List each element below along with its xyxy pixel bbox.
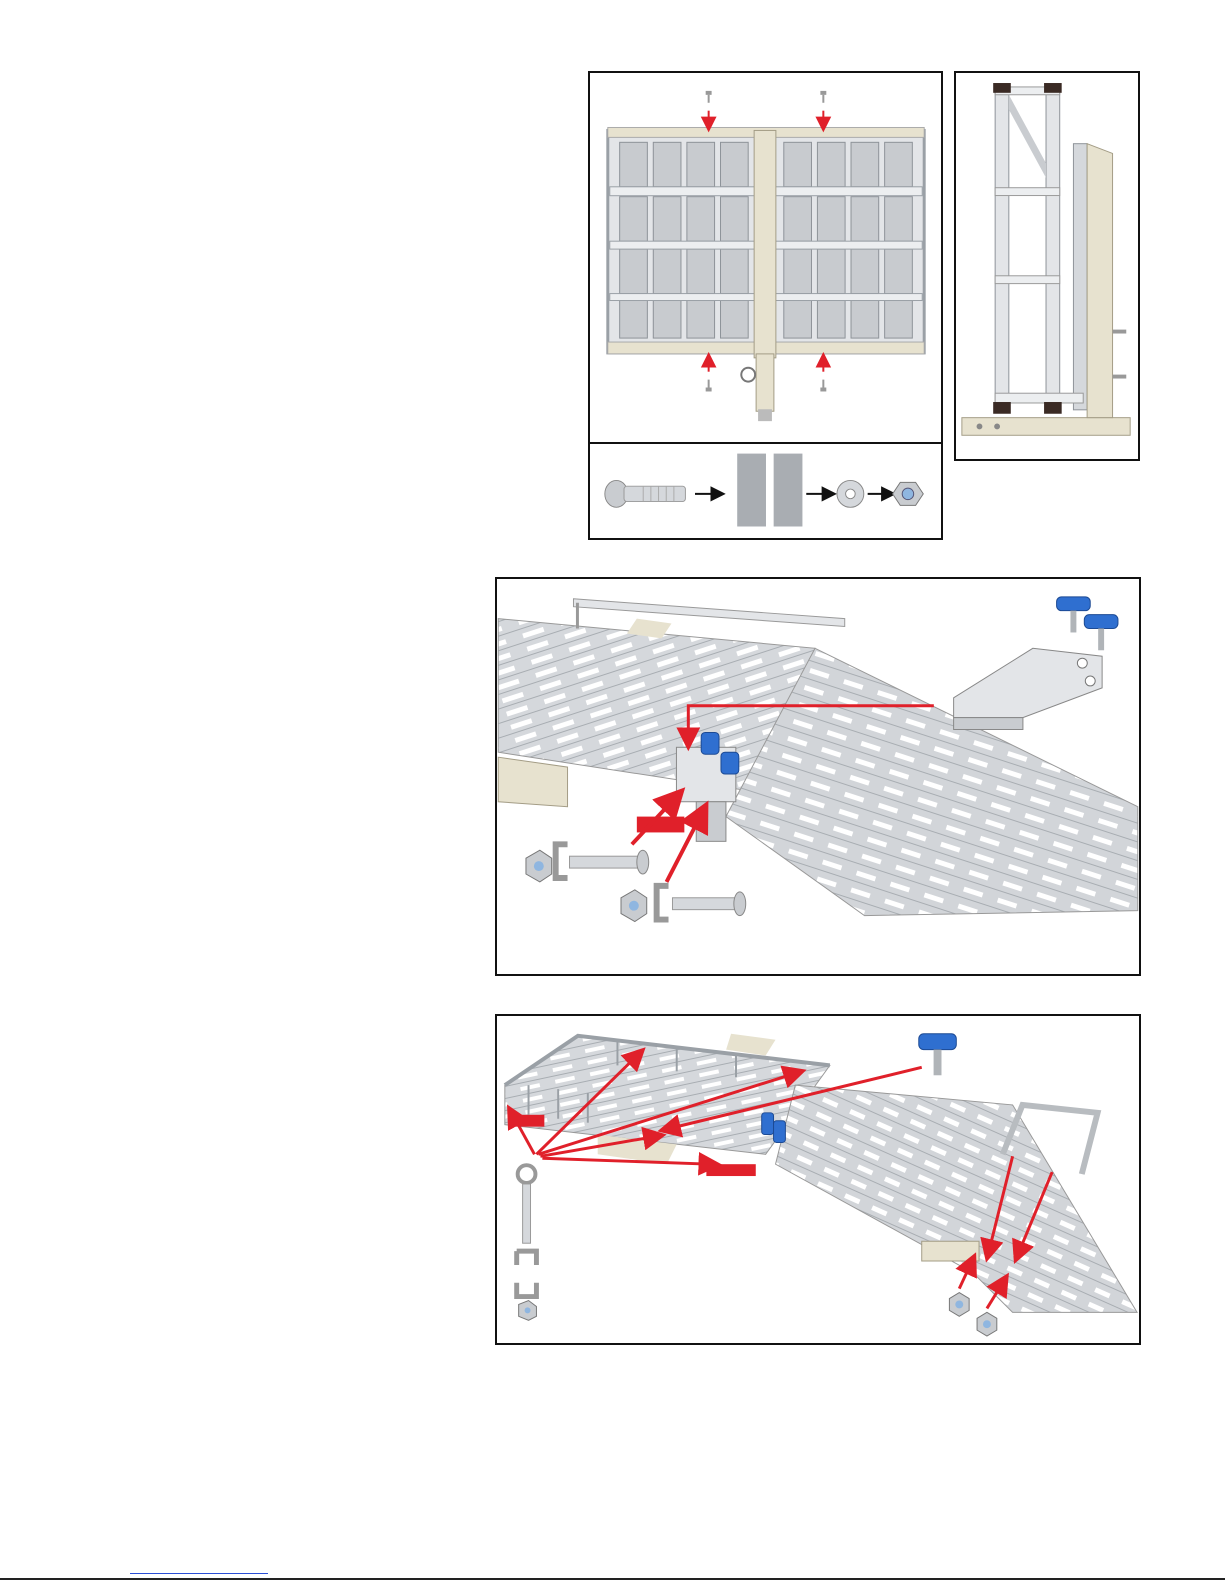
figure-carrier-folded-side-view: [954, 71, 1140, 461]
carrier-top-view-icon: [590, 73, 941, 442]
basket-ramp-assembly-icon: [497, 1016, 1139, 1343]
footer-rule: [0, 1578, 1225, 1580]
ramp-bracket-attachment-icon: [497, 579, 1139, 974]
figure-carrier-top-view: [588, 71, 943, 444]
figure-bolt-assembly-sequence: [588, 442, 943, 540]
figure-basket-ramp-assembly: [495, 1014, 1141, 1345]
cargo-carrier-folded-side-icon: [956, 73, 1138, 459]
footer-link-underline[interactable]: [130, 1572, 268, 1574]
figure-ramp-bracket-attachment: [495, 577, 1141, 976]
bolt-washer-nut-sequence-icon: [590, 444, 941, 538]
